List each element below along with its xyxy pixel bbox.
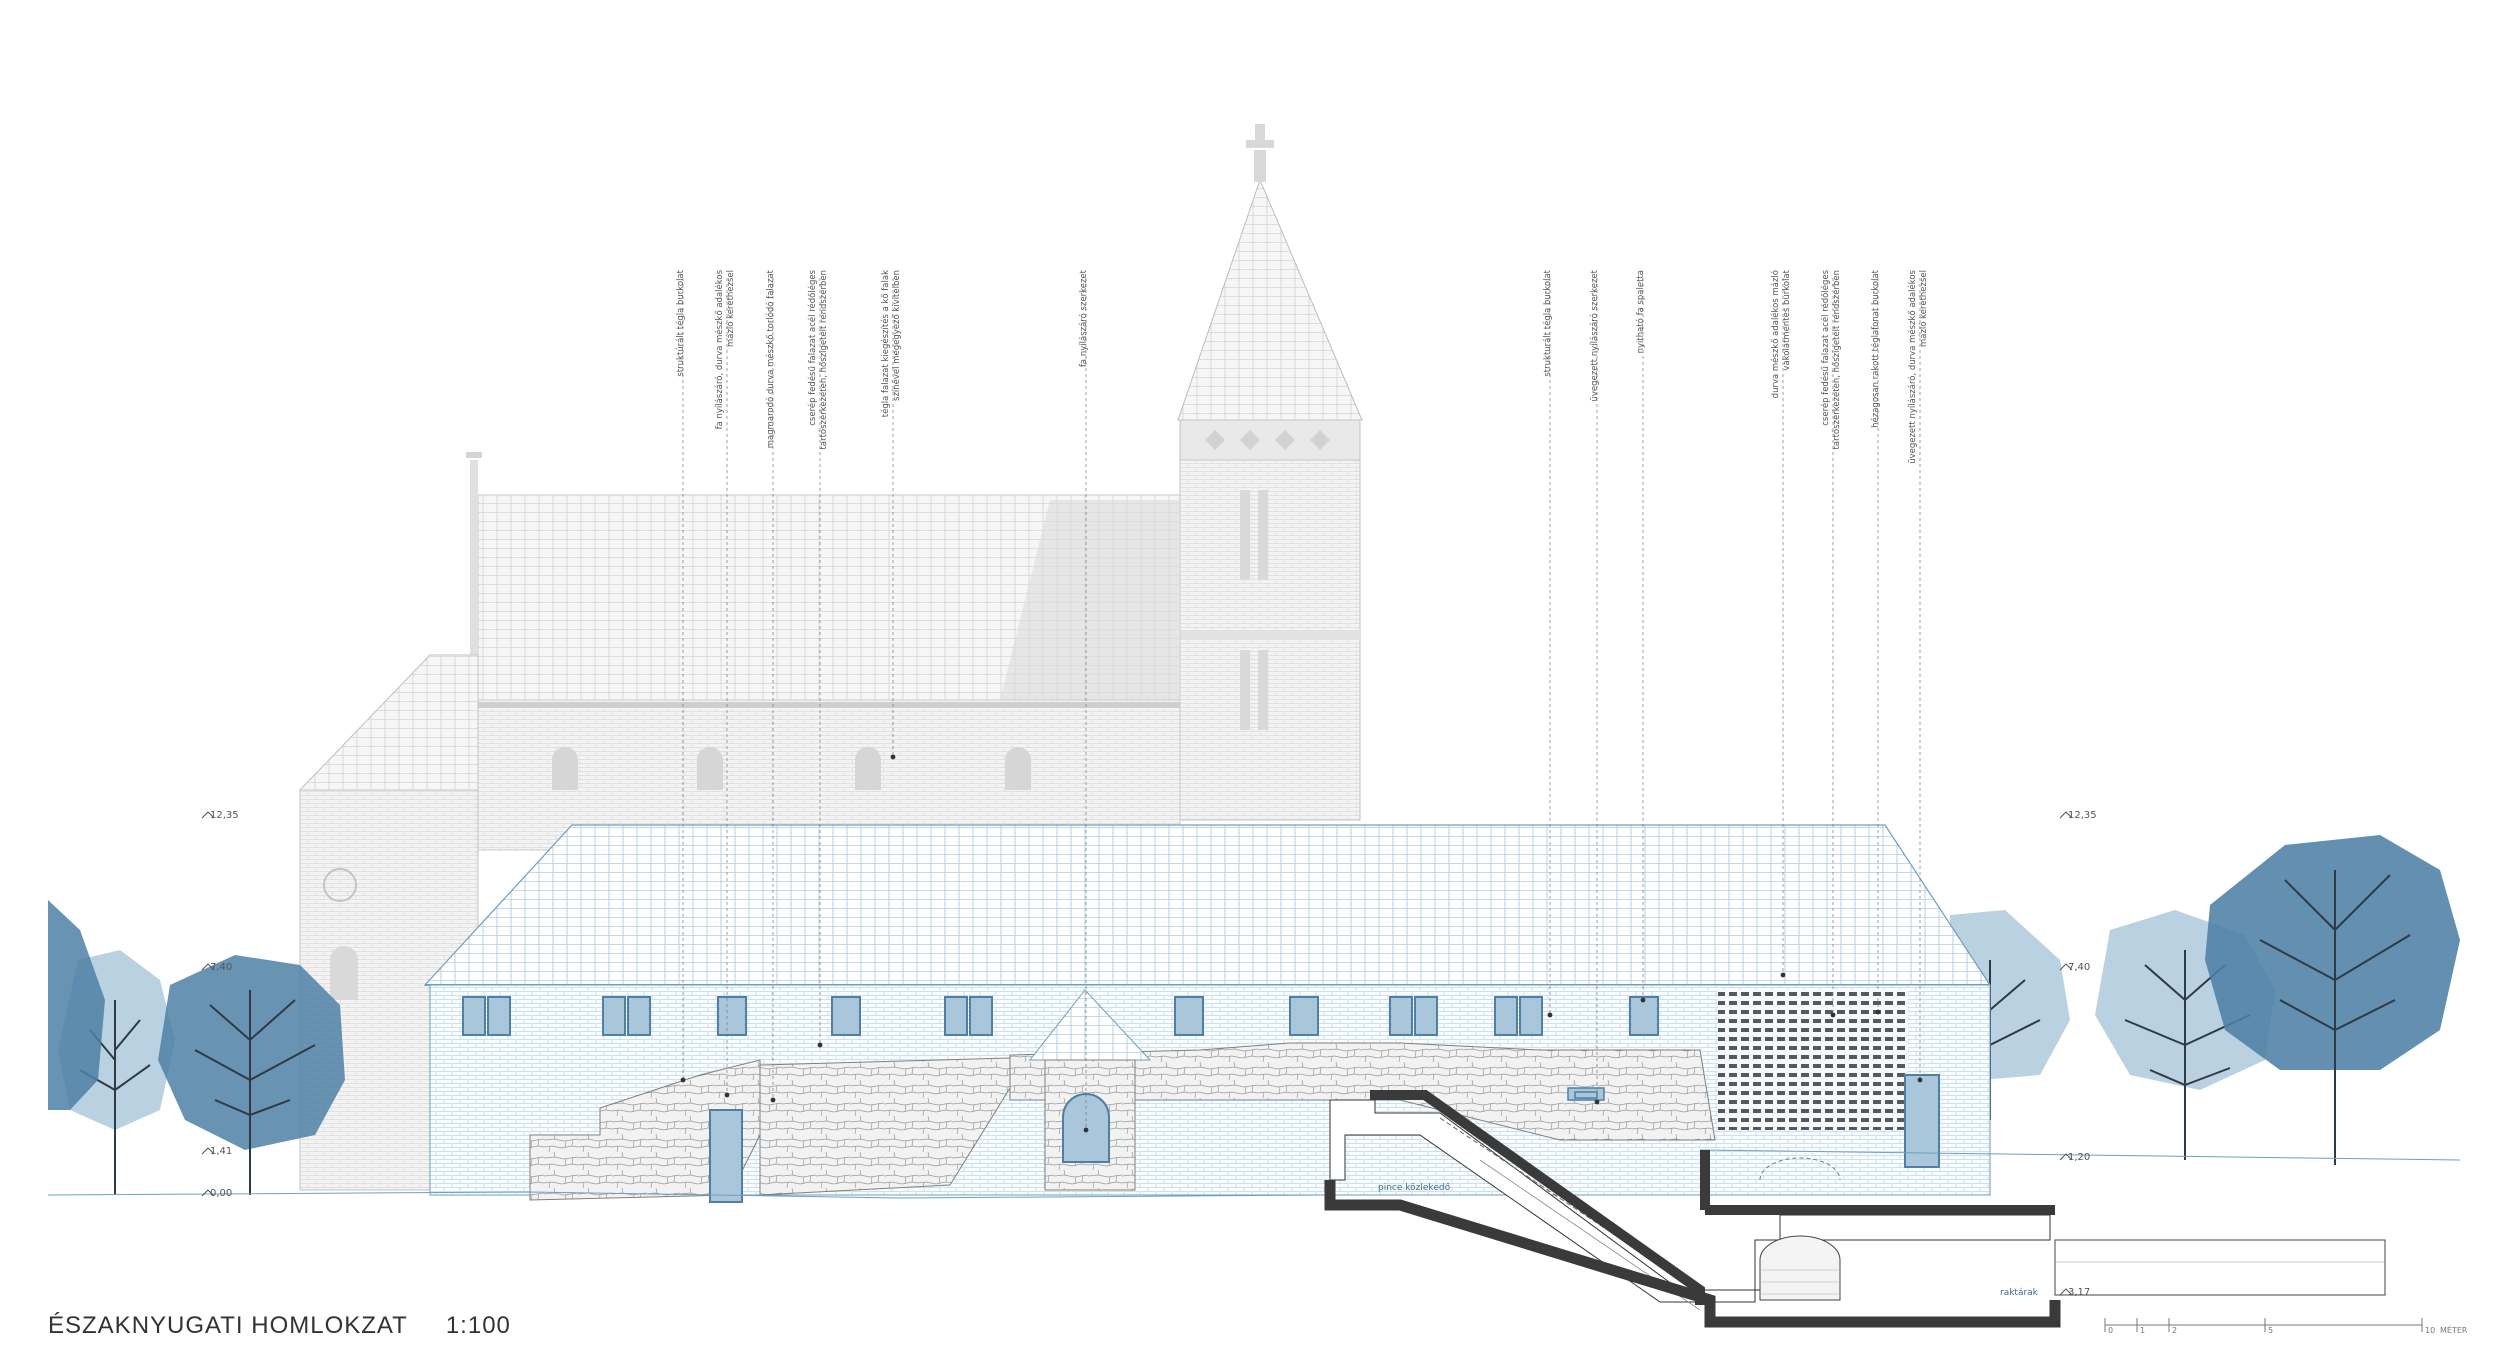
svg-text:7,40: 7,40 bbox=[2068, 962, 2090, 973]
scale-tick-2: 2 bbox=[2172, 1326, 2177, 1335]
annotation-4: cserép fedésű falazat acél rédőlégestart… bbox=[807, 269, 829, 1048]
level-marker-1-20: 1,20 bbox=[2059, 1152, 2090, 1163]
level-marker-7-40-left: 7,40 bbox=[201, 962, 232, 973]
svg-text:struktúrált tégla burkolat: struktúrált tégla burkolat bbox=[675, 269, 686, 376]
scale-unit: MÉTER bbox=[2440, 1324, 2468, 1335]
svg-text:tégla falazat kiegészítés a kő: tégla falazat kiegészítés a kő falakszín… bbox=[880, 270, 902, 417]
svg-text:7,40: 7,40 bbox=[210, 962, 232, 973]
trees bbox=[48, 835, 2460, 1195]
svg-text:üvegezett nyílászáró szerkezet: üvegezett nyílászáró szerkezet bbox=[1589, 269, 1600, 401]
svg-text:cserép fedésű falazat acél réd: cserép fedésű falazat acél rédőlégestart… bbox=[1820, 269, 1842, 449]
annotation-leaders: struktúrált tégla burkolat fa nyílászáró,… bbox=[675, 269, 1929, 1133]
annotation-13: üvegezett nyílászáró, durva mészkő adalé… bbox=[1907, 269, 1929, 1083]
door-right bbox=[1904, 1074, 1940, 1168]
svg-text:strukturált tégla burkolat: strukturált tégla burkolat bbox=[1542, 269, 1553, 376]
stone-wall-window bbox=[1567, 1087, 1605, 1101]
annotation-6: fa nyílászáró szerkezet bbox=[1078, 269, 1089, 1133]
annotation-8: üvegezett nyílászáró szerkezet bbox=[1589, 269, 1600, 1105]
tree-left-edge bbox=[48, 900, 105, 1110]
window-row bbox=[462, 996, 1659, 1036]
svg-text:durva mészkő adalékos mázlóvak: durva mészkő adalékos mázlóvakolatmentes… bbox=[1770, 269, 1792, 398]
label-cellar-passage: pince közlekedő bbox=[1378, 1183, 1451, 1193]
level-marker-0-00: 0,00 bbox=[201, 1188, 232, 1199]
svg-text:fa nyílászáró, durva mészkő ad: fa nyílászáró, durva mészkő adalékosmázl… bbox=[714, 269, 736, 429]
tree-right-dark bbox=[2205, 835, 2460, 1165]
drawing-scale: 1:100 bbox=[445, 1312, 511, 1339]
level-marker-7-40-right: 7,40 bbox=[2059, 962, 2090, 973]
tower-spire bbox=[1177, 178, 1363, 421]
svg-text:3,17: 3,17 bbox=[2068, 1287, 2090, 1298]
stone-wall-left bbox=[529, 1059, 761, 1201]
svg-text:12,35: 12,35 bbox=[210, 810, 239, 821]
cellar-vault bbox=[1759, 1235, 1841, 1301]
church-tower bbox=[1179, 419, 1361, 821]
level-markers: 12,35 7,40 1,41 0,00 12,35 7,40 1,20 3,1… bbox=[201, 810, 2097, 1298]
annotation-10: durva mészkő adalékos mázlóvakolatmentes… bbox=[1770, 269, 1792, 978]
annotation-12: hézagosan rakott téglafonat burkolat bbox=[1870, 269, 1881, 1015]
svg-text:1,20: 1,20 bbox=[2068, 1152, 2090, 1163]
drawing-title-name: ÉSZAKNYUGATI HOMLOKZAT bbox=[48, 1312, 408, 1339]
main-building bbox=[423, 824, 1992, 1203]
scale-bar: 0 1 2 5 10 MÉTER bbox=[2104, 1318, 2468, 1335]
svg-text:nyitható fa spaletta: nyitható fa spaletta bbox=[1635, 270, 1646, 353]
svg-text:cserép fedésű falazat acél réd: cserép fedésű falazat acél rédőlégestart… bbox=[807, 269, 829, 449]
scale-tick-10: 10 bbox=[2425, 1326, 2435, 1335]
stone-wall-right bbox=[1009, 1042, 1716, 1141]
svg-text:hézagosan rakott téglafonat bu: hézagosan rakott téglafonat burkolat bbox=[1870, 269, 1881, 428]
level-marker-3-17: 3,17 bbox=[2059, 1287, 2090, 1298]
scale-tick-5: 5 bbox=[2268, 1326, 2273, 1335]
level-marker-12-35-left: 12,35 bbox=[201, 810, 239, 821]
section-wall-floor bbox=[1324, 1180, 2061, 1328]
main-roof bbox=[423, 824, 1992, 986]
scale-tick-0: 0 bbox=[2108, 1326, 2113, 1335]
annotation-11: cserép fedésű falazat acél rédőlégestart… bbox=[1820, 269, 1842, 1018]
level-marker-12-35-right: 12,35 bbox=[2059, 810, 2097, 821]
ground-line bbox=[47, 1149, 2461, 1199]
annotation-1: struktúrált tégla burkolat bbox=[675, 269, 686, 1083]
drawing-title: ÉSZAKNYUGATI HOMLOKZAT 1:100 bbox=[48, 1312, 511, 1340]
annotation-5: tégla falazat kiegészítés a kő falakszín… bbox=[880, 270, 902, 760]
tower-spire-top bbox=[1254, 150, 1266, 182]
annotation-3: magmarodó durva mészkő torlódó falazat bbox=[765, 269, 776, 1103]
svg-text:12,35: 12,35 bbox=[2068, 810, 2097, 821]
label-storage: raktárak bbox=[2000, 1288, 2039, 1298]
annotation-2: fa nyílászáró, durva mészkő adalékosmázl… bbox=[714, 269, 736, 1098]
annotation-7: strukturált tégla burkolat bbox=[1542, 269, 1553, 1018]
ground-section: pince közlekedő raktárak bbox=[47, 1090, 2461, 1328]
svg-text:0,00: 0,00 bbox=[210, 1188, 232, 1199]
stone-wall-middle bbox=[759, 1057, 1011, 1196]
storage-outline bbox=[2054, 1239, 2386, 1296]
svg-text:fa nyílászáró szerkezet: fa nyílászáró szerkezet bbox=[1078, 269, 1089, 367]
scale-tick-1: 1 bbox=[2140, 1326, 2145, 1335]
tree-left-dark bbox=[158, 955, 345, 1195]
annotation-9: nyitható fa spaletta bbox=[1635, 270, 1646, 1003]
svg-text:üvegezett nyílászáró, durva mé: üvegezett nyílászáró, durva mészkő adalé… bbox=[1907, 269, 1929, 463]
level-marker-1-41: 1,41 bbox=[201, 1146, 232, 1157]
svg-text:magmarodó durva mészkő torlódó: magmarodó durva mészkő torlódó falazat bbox=[765, 269, 776, 448]
svg-text:1,41: 1,41 bbox=[210, 1146, 232, 1157]
door-left bbox=[709, 1109, 743, 1203]
